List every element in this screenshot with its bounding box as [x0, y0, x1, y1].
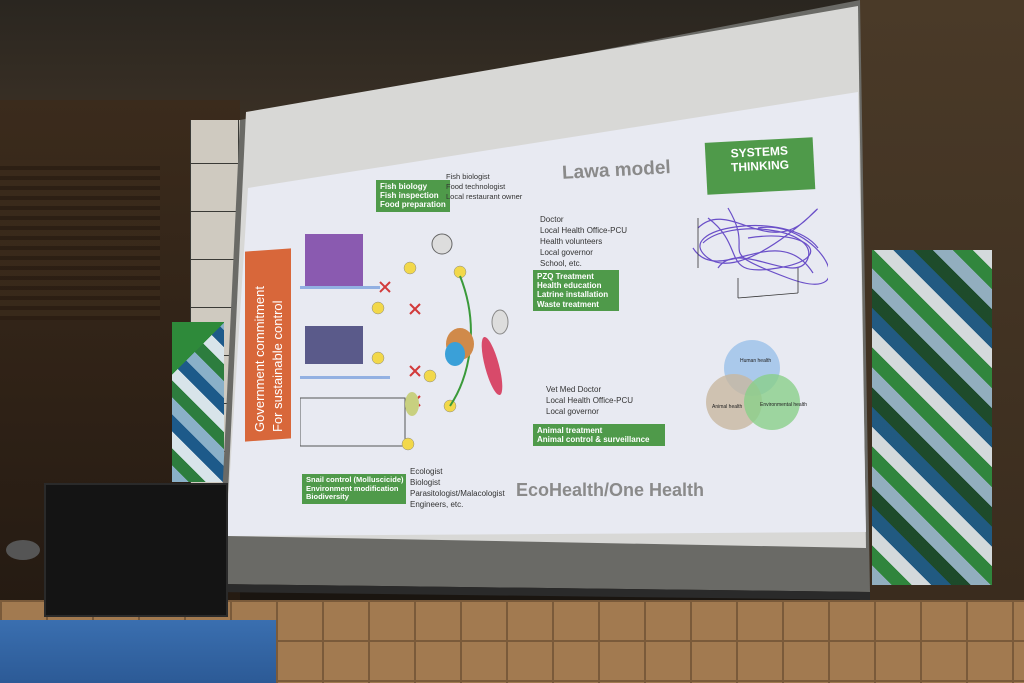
government-commitment-text: Government commitment: [252, 286, 267, 432]
microphone: [6, 540, 40, 560]
health-list-item: Local Health Office-PCU: [540, 226, 627, 235]
vet-list: Vet Med Doctor Local Health Office-PCU L…: [546, 384, 633, 417]
sustainable-control-text: For sustainable control: [270, 300, 285, 432]
lifecycle-diagram: [300, 233, 509, 451]
snail-list-item: Biologist: [410, 478, 441, 487]
wall-slats: [0, 160, 160, 320]
systems-thinking-box: SYSTEMS THINKING: [704, 137, 816, 195]
vet-list-item: Vet Med Doctor: [546, 385, 602, 394]
snail-list: Ecologist Biologist Parasitologist/Malac…: [410, 466, 505, 510]
snail-list-item: Ecologist: [410, 467, 443, 476]
left-mosaic-banner: [172, 322, 224, 482]
podium-table: [0, 620, 276, 683]
animal-treatment-box: Animal treatment Animal control & survei…: [533, 424, 665, 447]
venn-animal-health: Animal health: [712, 404, 743, 410]
health-list-item: Doctor: [540, 215, 564, 224]
vet-list-item: Local Health Office-PCU: [546, 396, 633, 405]
ecohealth-one-health-title: EcoHealth/One Health: [516, 480, 705, 500]
health-list-item: Local governor: [540, 248, 593, 257]
fish-biology-box: Fish biology Fish inspection Food prepar…: [376, 180, 450, 212]
fish-list-item: Local restaurant owner: [446, 192, 523, 201]
snail-list-item: Engineers, etc.: [410, 500, 464, 509]
one-health-venn-diagram: [706, 340, 800, 430]
health-list-item: School, etc.: [540, 259, 582, 268]
pzq-treatment-box: PZQ Treatment Health education Latrine i…: [533, 270, 619, 311]
health-list-item: Health volunteers: [540, 237, 603, 246]
presenter-monitor: [44, 483, 228, 617]
snail-list-item: Parasitologist/Malacologist: [410, 489, 505, 498]
systems-tangle-diagram: [692, 207, 828, 299]
snail-control-box: Snail control (Molluscicide) Environment…: [302, 474, 406, 504]
venn-human-health: Human health: [740, 358, 772, 364]
right-mosaic-banner: [872, 250, 992, 585]
health-list: Doctor Local Health Office-PCU Health vo…: [540, 214, 627, 269]
fish-list: Fish biologist Food technologist Local r…: [446, 172, 522, 202]
fish-list-item: Food technologist: [446, 182, 506, 191]
fish-list-item: Fish biologist: [446, 172, 490, 181]
venn-environmental-health: Environmental health: [760, 402, 807, 408]
vet-list-item: Local governor: [546, 407, 599, 416]
